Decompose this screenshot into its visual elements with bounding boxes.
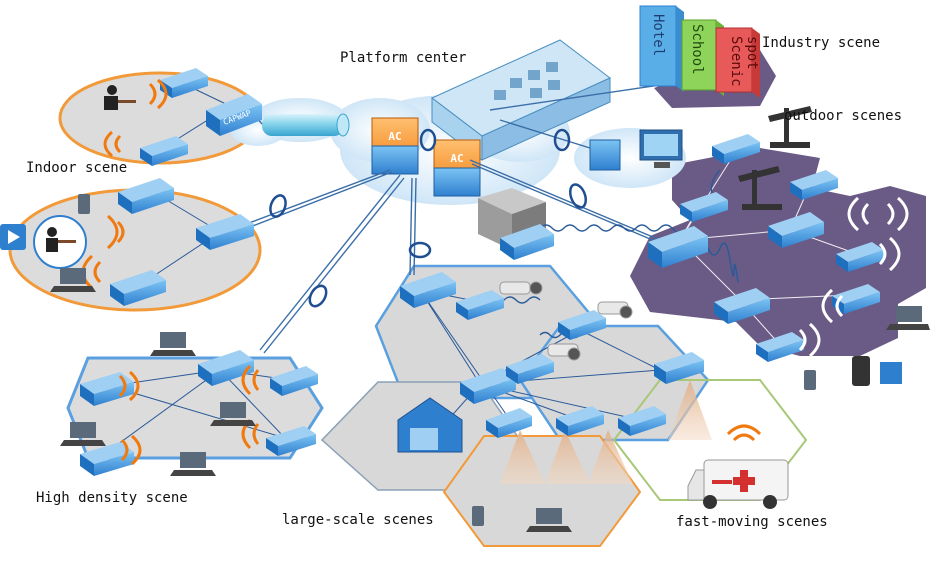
ap-hd-2 bbox=[270, 366, 318, 396]
ap-ls-switch-2 bbox=[460, 368, 516, 404]
ambulance-icon bbox=[687, 459, 789, 509]
ac-label: AC bbox=[450, 152, 463, 165]
hotel-label: Hotel bbox=[650, 14, 666, 56]
link-rings bbox=[269, 128, 588, 308]
ap-ls-1 bbox=[456, 290, 504, 320]
person-desk-icon bbox=[104, 85, 136, 110]
ap-od-switch-3 bbox=[714, 288, 770, 324]
school-label: School bbox=[689, 24, 705, 75]
ap-indoor-1 bbox=[118, 178, 174, 214]
scenic-label-2: spot bbox=[744, 36, 760, 70]
ap-ls-3 bbox=[506, 354, 554, 384]
ap-ls-6 bbox=[556, 406, 604, 436]
industry-scene-label: Industry scene bbox=[762, 35, 881, 51]
ap-od-3 bbox=[790, 170, 838, 200]
outdoor-scenes-label: outdoor scenes bbox=[784, 108, 903, 124]
person-video-icon bbox=[33, 215, 87, 269]
laptop-icons bbox=[50, 268, 930, 532]
ap-hd-switch bbox=[198, 350, 254, 386]
large-scale-scenes-label: large-scale scenes bbox=[282, 512, 434, 528]
links bbox=[224, 84, 663, 354]
ap-indoor-top-2 bbox=[140, 136, 188, 166]
ap-od-2 bbox=[680, 192, 728, 222]
ac-label: AC bbox=[388, 130, 401, 143]
platform-server-rack bbox=[431, 39, 611, 162]
ap-ls-switch bbox=[400, 272, 456, 308]
ap-ls-4 bbox=[654, 352, 704, 384]
ap-indoor-2 bbox=[110, 270, 166, 306]
ap-ls-2 bbox=[558, 310, 606, 340]
video-icon bbox=[0, 224, 26, 250]
ap-hd-4 bbox=[266, 426, 316, 456]
ap-od-switch bbox=[648, 226, 708, 268]
ac-controller-1: AC bbox=[371, 117, 419, 175]
oil-pump-icon bbox=[738, 106, 812, 210]
ap-od-6 bbox=[756, 332, 804, 362]
phone-icons bbox=[78, 194, 816, 526]
ac-controller-2: AC bbox=[433, 139, 481, 197]
ap-od-switch-2 bbox=[768, 212, 824, 248]
wifi-waves-white bbox=[798, 196, 909, 358]
ap-indoor-switch bbox=[196, 214, 254, 250]
scenic-building bbox=[715, 27, 760, 98]
wifi-waves-orange bbox=[81, 78, 762, 466]
platform-center-label: Platform center bbox=[340, 50, 467, 66]
high-density-scene-label: High density scene bbox=[36, 490, 188, 506]
ap-ls-7 bbox=[618, 406, 666, 436]
ap-od-4 bbox=[836, 242, 884, 272]
ap-ls-building bbox=[397, 397, 463, 453]
ap-capwap: CAPWAP bbox=[206, 94, 262, 136]
indoor-scene-label: Indoor scene bbox=[26, 160, 128, 176]
capwap-tunnel bbox=[262, 113, 350, 137]
ap-ls-5 bbox=[486, 408, 532, 438]
scenic-label-1: Scenic bbox=[728, 36, 744, 87]
ap-gateway bbox=[500, 224, 554, 260]
handheld-scanner-icon bbox=[852, 356, 902, 386]
fast-moving-scenes-label: fast-moving scenes bbox=[676, 514, 828, 530]
camera-icons bbox=[499, 281, 633, 361]
ap-od-1 bbox=[712, 134, 760, 164]
management-node bbox=[574, 128, 686, 188]
light-beams bbox=[500, 380, 712, 484]
